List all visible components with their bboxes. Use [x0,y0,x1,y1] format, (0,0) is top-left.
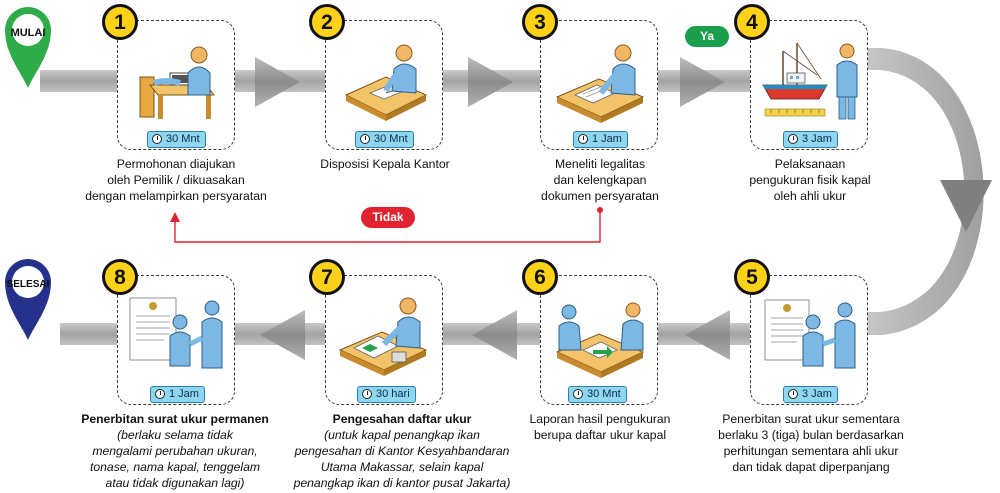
step-6-caption: Laporan hasil pengukuran berupa daftar u… [529,412,671,442]
step-7-duration-badge: 30 hari [357,386,416,403]
alarm-clock-icon [152,134,162,144]
step-7-caption: Pengesahan daftar ukur (untuk kapal pena… [282,411,522,491]
alarm-clock-icon [788,389,798,399]
start-label: MULAI [10,27,46,39]
tidak-connector-arrowhead [170,212,180,222]
step-3-number: 3 [522,4,558,40]
end-label: SELESAI [6,279,50,290]
step-7-number: 7 [309,259,345,295]
document-approval-illustration [338,297,428,376]
step-1-caption: Permohonan diajukan oleh Pemilik / dikua… [85,157,267,203]
step-7-title: Pengesahan daftar ukur [332,412,472,426]
step-1-number: 1 [102,4,138,40]
step-3-duration-badge: 1 Jam [573,131,628,148]
arrow-chevron-2-3 [468,57,513,107]
arrow-chevron-curve [940,180,992,232]
arrow-chevron-3-4 [680,57,725,107]
head-office-desk-illustration [344,44,428,121]
tidak-connector-dot [597,207,603,213]
report-meeting-illustration [555,302,645,378]
step-7-card [325,275,443,405]
step-8-duration-badge: 1 Jam [150,386,205,403]
step-6-card [540,275,658,405]
step-8-card [117,275,235,405]
alarm-clock-icon [155,389,165,399]
step-4-duration: 3 Jam [802,133,832,145]
step-2-card [325,20,443,150]
step-8-caption: Penerbitan surat ukur permanen (berlaku … [70,411,280,491]
step-4-card [750,20,868,150]
applicant-desk-illustration [139,46,216,119]
step-2-number: 2 [309,4,345,40]
step-4-number: 4 [734,4,770,40]
step-5-duration: 3 Jam [802,388,832,400]
step-5-caption: Penerbitan surat ukur sementara berlaku … [718,412,904,474]
permanent-certificate-illustration [129,297,223,369]
step-6-duration-badge: 30 Mnt [568,386,627,403]
end-pin: SELESAI [3,254,53,347]
step-6-duration: 30 Mnt [587,388,621,400]
arrow-chevron-7-8 [260,310,305,360]
step-7-duration: 30 hari [376,388,410,400]
step-4-duration-badge: 3 Jam [783,131,838,148]
step-3-duration: 1 Jam [592,133,622,145]
certificate-handover-illustration [764,299,856,369]
step-5-duration-badge: 3 Jam [783,386,838,403]
step-8-title: Penerbitan surat ukur permanen [81,412,269,426]
step-4-caption: Pelaksanaan pengukuran fisik kapal oleh … [749,157,871,203]
arrow-curve-4-5 [860,48,984,335]
alarm-clock-icon [788,134,798,144]
step-1-duration-badge: 30 Mnt [147,131,206,148]
yes-pill: Ya [685,26,729,47]
start-pin: MULAI [3,2,53,95]
step-2-caption: Disposisi Kepala Kantor [320,157,450,171]
step-3-card [540,20,658,150]
arrow-chevron-1-2 [255,57,300,107]
arrow-chevron-5-6 [685,310,730,360]
step-5-card [750,275,868,405]
arrow-chevron-6-7 [472,310,517,360]
tidak-connector-line [174,210,601,243]
step-2-duration: 30 Mnt [374,133,408,145]
step-8-duration: 1 Jam [169,388,199,400]
ship-survey-illustration [762,42,858,120]
step-2-duration-badge: 30 Mnt [355,131,414,148]
step-1-duration: 30 Mnt [166,133,200,145]
alarm-clock-icon [360,134,370,144]
step-3-caption: Meneliti legalitas dan kelengkapan dokum… [541,157,659,203]
step-6-number: 6 [522,259,558,295]
step-1-card [117,20,235,150]
alarm-clock-icon [578,134,588,144]
step-5-number: 5 [734,259,770,295]
document-check-illustration [555,44,645,123]
step-8-number: 8 [102,259,138,295]
no-pill: Tidak [361,207,415,228]
alarm-clock-icon [362,389,372,399]
alarm-clock-icon [573,389,583,399]
